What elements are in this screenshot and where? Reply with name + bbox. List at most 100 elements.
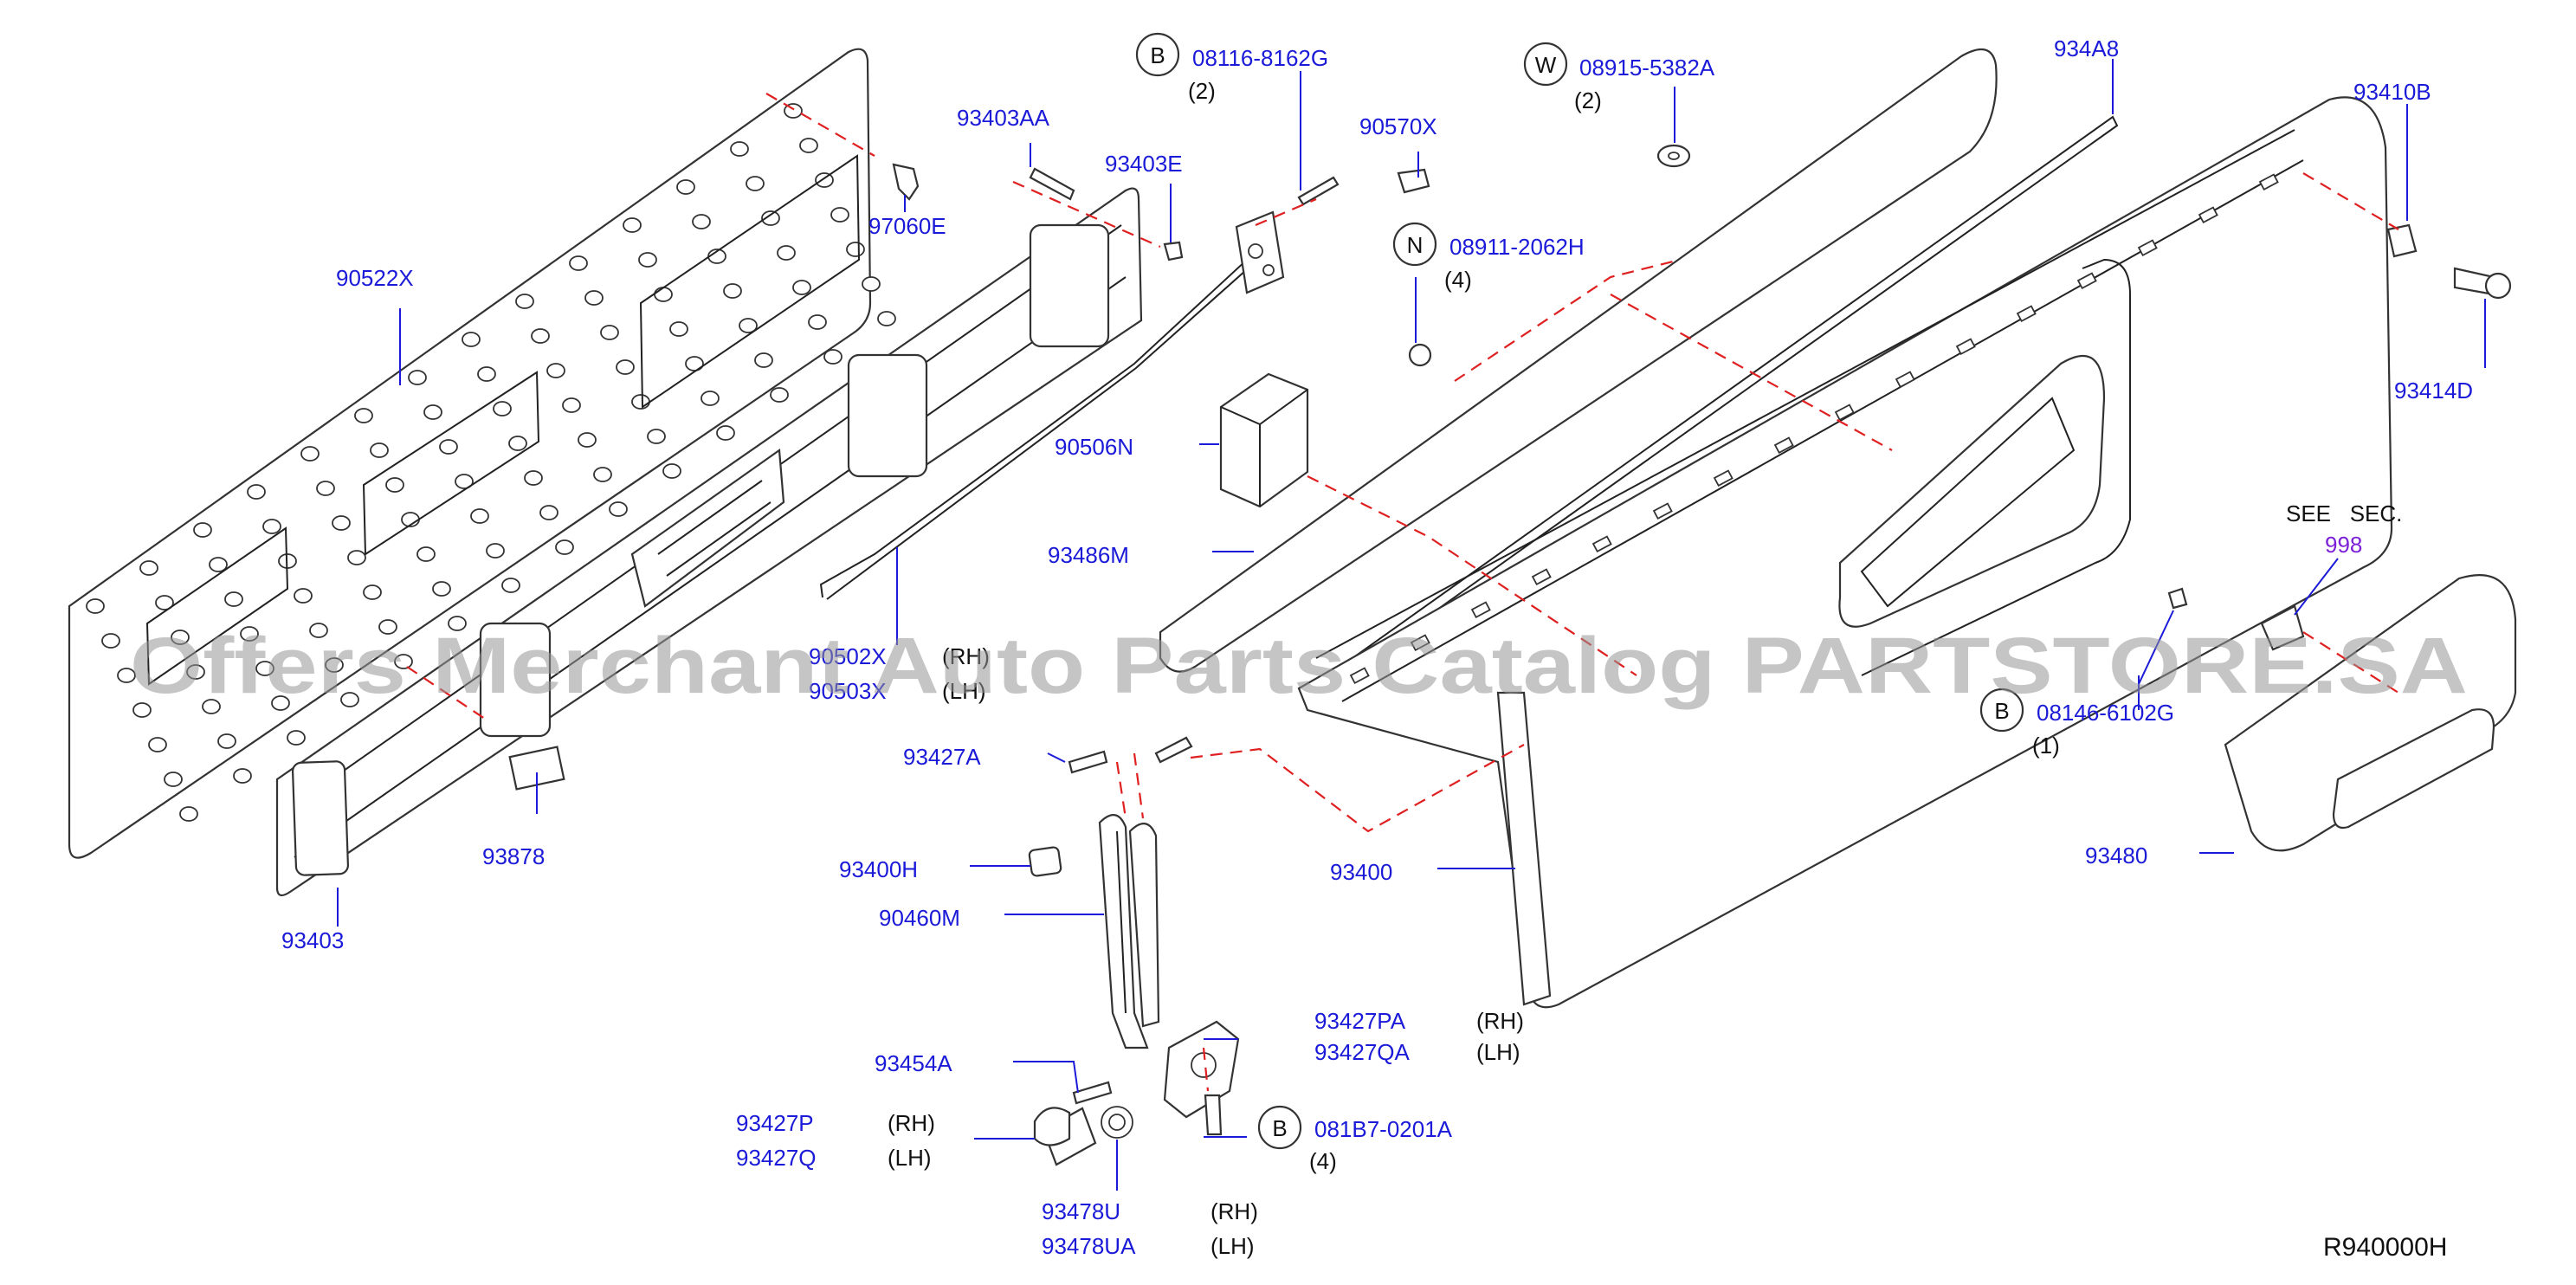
panel-perforation (593, 467, 612, 482)
part-label-93427Q[interactable]: 93427Q (736, 1145, 817, 1171)
shell-slot (1713, 469, 1733, 488)
shell-slot (1591, 535, 1612, 553)
panel-perforation (385, 477, 404, 493)
part-label-93403E[interactable]: 93403E (1105, 151, 1183, 177)
panel-perforation (623, 217, 642, 233)
panel-perforation (761, 210, 780, 226)
callout-w1: W (1523, 42, 1568, 87)
panel-perforation (179, 806, 198, 822)
panel-perforation (739, 318, 758, 333)
side-label-93427QA: (LH) (1476, 1039, 1520, 1065)
part-label-93427PA[interactable]: 93427PA (1314, 1008, 1406, 1034)
foam-block-illustration (1219, 372, 1309, 508)
qty-label-08146-6102G: (1) (2032, 733, 2060, 759)
panel-perforation (209, 557, 228, 572)
panel-perforation (486, 543, 505, 559)
part-label-08915-5382A[interactable]: 08915-5382A (1579, 55, 1715, 81)
panel-perforation (616, 359, 635, 375)
panel-perforation (584, 290, 604, 306)
shell-slot (1410, 634, 1430, 652)
part-label-93878[interactable]: 93878 (482, 843, 545, 869)
part-label-90503X[interactable]: 90503X (809, 678, 887, 704)
part-label-93486M[interactable]: 93486M (1048, 542, 1129, 568)
side-label-93478U: (RH) (1211, 1198, 1258, 1224)
panel-perforation (746, 176, 765, 191)
panel-perforation (508, 436, 527, 451)
part-label-93480[interactable]: 93480 (2085, 843, 2147, 869)
part-label-934A8[interactable]: 934A8 (2054, 36, 2119, 61)
part-label-93427A[interactable]: 93427A (903, 744, 981, 770)
shell-slot (2016, 305, 2037, 323)
panel-perforation (539, 505, 558, 520)
part-label-081B7-0201A[interactable]: 081B7-0201A (1314, 1116, 1453, 1142)
panel-perforation (224, 591, 243, 607)
panel-perforation (363, 584, 382, 600)
panel-perforation (378, 619, 397, 635)
panel-perforation (101, 633, 120, 649)
part-label-93414D[interactable]: 93414D (2394, 378, 2473, 404)
panel-perforation (669, 321, 688, 337)
shell-slot (1895, 371, 1915, 389)
label-93878-illustration (508, 746, 565, 791)
panel-perforation (340, 692, 359, 707)
part-label-97060E[interactable]: 97060E (868, 213, 946, 239)
panel-perforation (730, 141, 749, 157)
callout-letter-b2: B (1994, 698, 2009, 724)
panel-perforation (255, 661, 274, 676)
part-label-90506N[interactable]: 90506N (1055, 434, 1133, 460)
panel-perforation (477, 366, 496, 382)
panel-perforation (877, 311, 896, 326)
part-label-08116-8162G[interactable]: 08116-8162G (1192, 45, 1328, 71)
panel-perforation (647, 429, 666, 444)
qty-label-08915-5382A: (2) (1574, 87, 1602, 113)
leader-lines (337, 59, 2486, 1191)
panel-perforation (455, 474, 474, 489)
side-label-93427PA: (RH) (1476, 1008, 1524, 1034)
part-label-08146-6102G[interactable]: 08146-6102G (2037, 700, 2174, 726)
panel-perforation (676, 179, 695, 195)
side-label-93478UA: (LH) (1211, 1233, 1255, 1259)
callout-n1: N (1392, 222, 1437, 267)
part-label-93410B[interactable]: 93410B (2353, 79, 2431, 105)
part-label-90570X[interactable]: 90570X (1359, 113, 1437, 139)
tailgate-shell-illustration (1297, 96, 2393, 1009)
part-label-93478UA[interactable]: 93478UA (1042, 1233, 1136, 1259)
panel-perforation (193, 522, 212, 538)
callout-letter-w1: W (1535, 52, 1557, 78)
side-label-93427Q: (LH) (888, 1145, 932, 1171)
part-label-93427QA[interactable]: 93427QA (1314, 1039, 1411, 1065)
see-sec-number-link[interactable]: 998 (2325, 532, 2362, 558)
panel-perforation (448, 616, 467, 631)
part-label-93400H[interactable]: 93400H (839, 856, 918, 882)
part-label-93403[interactable]: 93403 (281, 927, 344, 953)
panel-perforation (501, 578, 520, 593)
panel-perforation (117, 668, 136, 683)
panel-perforation (86, 598, 105, 614)
panel-perforation (432, 581, 451, 597)
part-label-90460M[interactable]: 90460M (879, 905, 960, 931)
panel-perforation (638, 252, 657, 268)
part-label-93403AA[interactable]: 93403AA (957, 105, 1050, 131)
side-label-90502X: (RH) (942, 643, 990, 669)
panel-perforation (723, 283, 742, 299)
shell-slot (2258, 173, 2279, 191)
callout-b1: B (1135, 32, 1180, 77)
part-label-93427P[interactable]: 93427P (736, 1110, 814, 1136)
callout-letter-b3: B (1272, 1115, 1287, 1141)
part-label-90522X[interactable]: 90522X (336, 265, 414, 291)
callout-letter-n1: N (1407, 232, 1424, 258)
part-label-93478U[interactable]: 93478U (1042, 1198, 1120, 1224)
diagram-code: R940000H (2323, 1233, 2447, 1262)
panel-perforation (164, 772, 183, 787)
shell-slot (1834, 404, 1855, 422)
part-label-90502X[interactable]: 90502X (809, 643, 887, 669)
panel-perforation (139, 560, 158, 576)
shell-slot (2137, 239, 2158, 257)
part-label-93454A[interactable]: 93454A (875, 1050, 952, 1076)
panel-perforation (202, 699, 221, 714)
part-label-93400[interactable]: 93400 (1330, 859, 1392, 885)
part-label-08911-2062H[interactable]: 08911-2062H (1449, 234, 1585, 260)
panel-perforation (524, 470, 543, 486)
panel-perforation (609, 501, 628, 517)
